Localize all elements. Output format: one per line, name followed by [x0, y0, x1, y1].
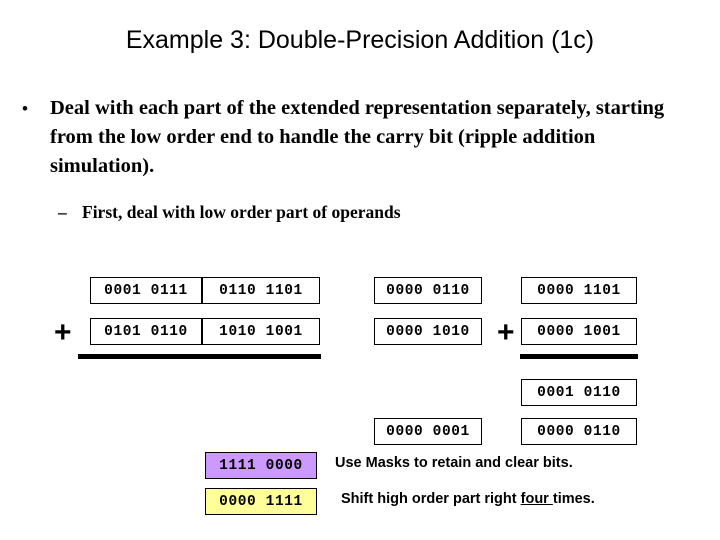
bullet-level-2-text: First, deal with low order part of opera…: [82, 202, 401, 222]
binary-cell-right-b: 0000 1001: [521, 318, 637, 345]
sum-rule-right: [520, 354, 638, 359]
bullet-level-1: • Deal with each part of the extended re…: [22, 94, 682, 181]
sum-rule-left: [78, 354, 321, 359]
note-shift-prefix: Shift high order part right: [341, 491, 521, 507]
mask-cell-high-order: 1111 0000: [205, 452, 317, 479]
page-title: Example 3: Double-Precision Addition (1c…: [125, 26, 595, 54]
bullet-level-1-text: Deal with each part of the extended repr…: [50, 97, 665, 177]
note-use-masks: Use Masks to retain and clear bits.: [335, 455, 573, 471]
mask-cell-low-order: 0000 1111: [205, 488, 317, 515]
binary-cell-mid-result: 0000 0001: [374, 418, 482, 445]
plus-operator-left: +: [54, 316, 72, 349]
binary-cell-b-high: 0101 0110: [90, 318, 202, 345]
binary-cell-a-high: 0001 0111: [90, 277, 202, 304]
note-shift: Shift high order part right four times.: [341, 491, 595, 507]
note-shift-emphasis: four: [520, 491, 553, 507]
bullet-level-2: – First, deal with low order part of ope…: [58, 200, 658, 224]
binary-cell-b-low: 1010 1001: [202, 318, 320, 345]
note-shift-suffix: times.: [552, 491, 595, 507]
binary-cell-right-a: 0000 1101: [521, 277, 637, 304]
plus-operator-right: +: [497, 316, 515, 349]
binary-cell-right-result: 0000 0110: [521, 418, 637, 445]
binary-cell-mid-a: 0000 0110: [374, 277, 482, 304]
dash-marker-icon: –: [58, 202, 67, 222]
bullet-marker-icon: •: [22, 99, 28, 118]
binary-cell-mid-b: 0000 1010: [374, 318, 482, 345]
binary-cell-right-carry-result: 0001 0110: [521, 379, 637, 406]
binary-cell-a-low: 0110 1101: [202, 277, 320, 304]
